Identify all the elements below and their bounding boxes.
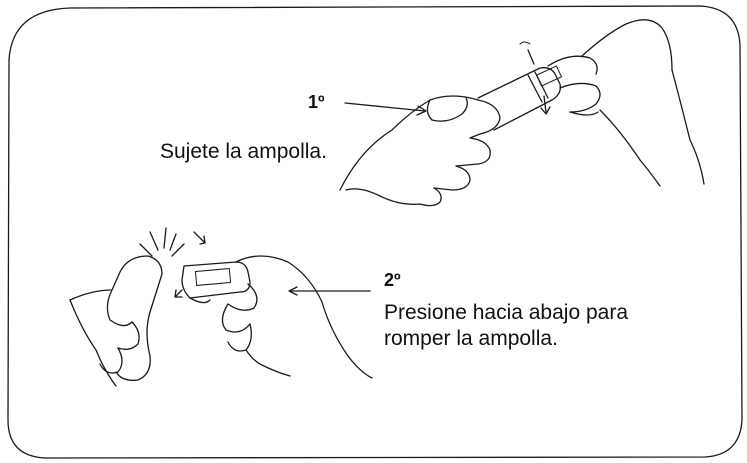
step1-number: 1º <box>308 92 325 112</box>
step2-hands-illustration <box>69 227 373 387</box>
panel-border <box>7 5 743 459</box>
step1-pointer-arrow <box>344 102 427 116</box>
step2-caption-line2: romper la ampolla. <box>384 327 558 350</box>
step2-caption-line1: Presione hacia abajo para <box>384 301 629 324</box>
step2-number: 2º <box>384 270 401 290</box>
step2-pointer-arrow <box>288 286 371 296</box>
step1-caption: Sujete la ampolla. <box>160 140 327 163</box>
step1-hands-illustration <box>339 19 705 207</box>
